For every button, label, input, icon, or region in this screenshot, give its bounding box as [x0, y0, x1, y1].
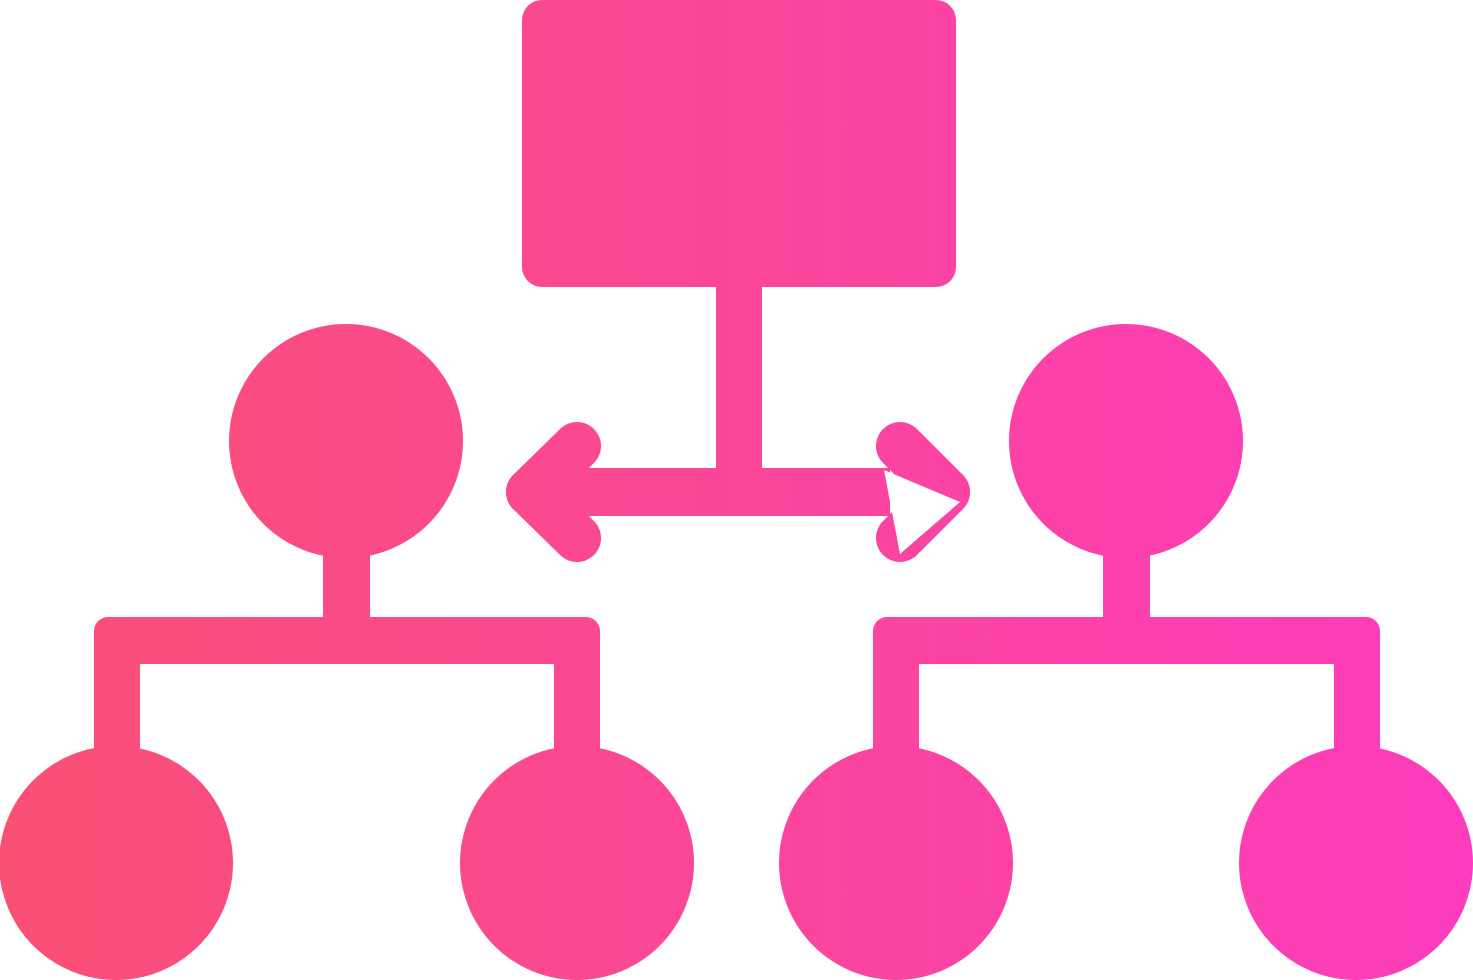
arrowhead-highlight [884, 470, 960, 554]
double-arrow-bar [560, 468, 890, 516]
left-child-2-node [460, 746, 694, 980]
left-arrowhead-icon [506, 422, 601, 562]
left-child-1-node [0, 746, 233, 980]
right-arrowhead-icon [876, 422, 970, 562]
left-parent-node [229, 324, 463, 558]
right-child-2-node [1239, 746, 1473, 980]
right-child-1-node [779, 746, 1013, 980]
right-parent-node [1009, 324, 1243, 558]
left-subtree-connector [94, 553, 600, 752]
root-stem [716, 287, 762, 470]
right-subtree-connector [873, 553, 1380, 752]
root-node-box [522, 0, 956, 287]
